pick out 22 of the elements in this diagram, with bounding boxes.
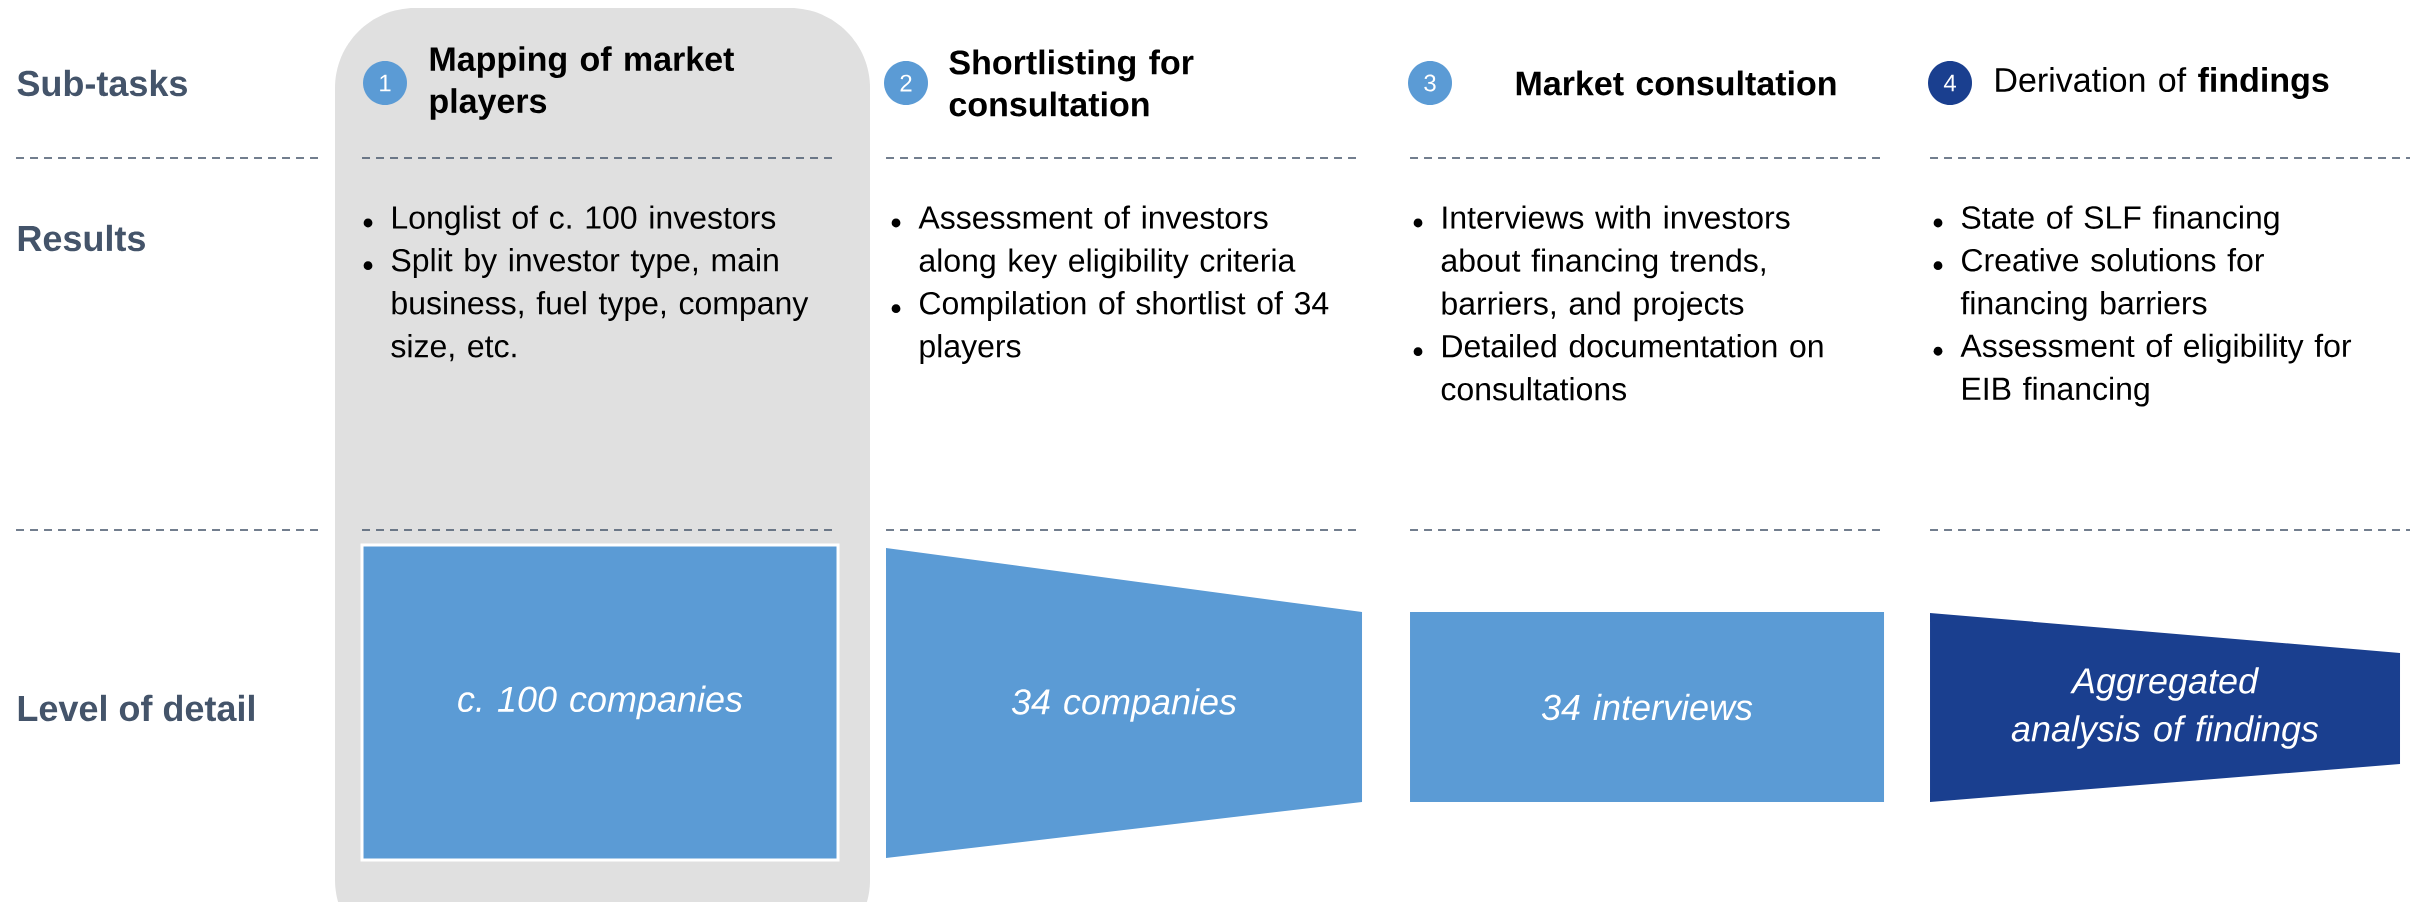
bullet-item: Assessment of investors along key eligibility criteria <box>918 205 1296 279</box>
detail-box: 34 interviews <box>1410 612 1884 802</box>
step-number: 3 <box>1408 61 1452 105</box>
bullet-item: Creative solutions for financing barriers <box>1960 248 2264 321</box>
bullet-item: Split by investor type, main business, fuel type, company size, etc. <box>391 248 809 362</box>
step-heading: Mapping of market players <box>430 46 734 120</box>
row-label: Sub-tasks <box>17 69 187 97</box>
row-label: Results <box>18 224 145 252</box>
bullet-item: Longlist of c. 100 investors <box>393 205 776 236</box>
step-number: 2 <box>884 61 928 105</box>
bullet-item: Interviews with investors about financing trends, barriers, and projects <box>1441 205 1790 322</box>
step-heading: Shortlisting for consultation <box>949 49 1194 117</box>
row-label: Level of detail <box>18 694 254 722</box>
step-heading: Derivation of findings <box>1996 67 2329 99</box>
detail-box: c. 100 companies <box>360 543 840 862</box>
step-heading: Market consultation <box>1516 70 1836 96</box>
step-number: 1 <box>363 61 407 105</box>
bullet-item: Assessment of eligibility for EIB financing <box>1960 333 2352 407</box>
bullet-item: Detailed documentation on consultations <box>1441 334 1823 401</box>
step-number: 4 <box>1928 61 1972 105</box>
bullet-item: State of SLF financing <box>1961 205 2279 236</box>
bullet-item: Compilation of shortlist of 34 players <box>920 291 1329 364</box>
